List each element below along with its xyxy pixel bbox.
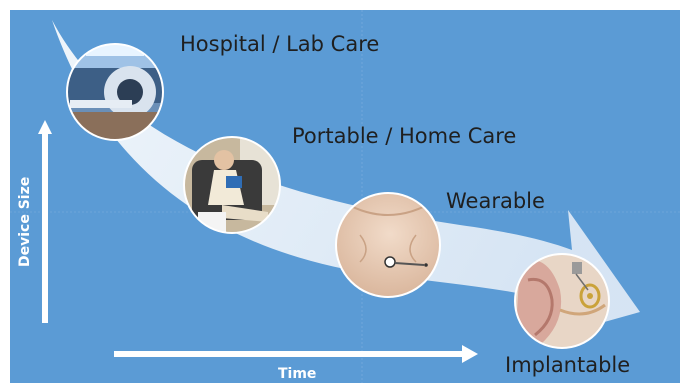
hospital-image [67,44,163,140]
x-axis-arrow [114,345,478,363]
home-care-image-frame [183,136,281,234]
implantable-image-frame [514,253,610,349]
wearable-image-frame [335,192,441,298]
y-axis-label: Device Size [17,176,33,267]
stage-label-implantable: Implantable [505,353,631,377]
stage-label-hospital: Hospital / Lab Care [180,32,380,56]
curved-arrow [52,20,640,340]
wearable-image [336,193,440,297]
home-care-image [184,137,280,233]
stage-label-wearable: Wearable [446,189,545,213]
x-axis-label: Time [278,366,317,382]
stage-label-portable: Portable / Home Care [292,124,517,148]
implantable-image [515,254,609,348]
y-axis-arrow [38,120,52,323]
hospital-image-frame [66,43,164,141]
